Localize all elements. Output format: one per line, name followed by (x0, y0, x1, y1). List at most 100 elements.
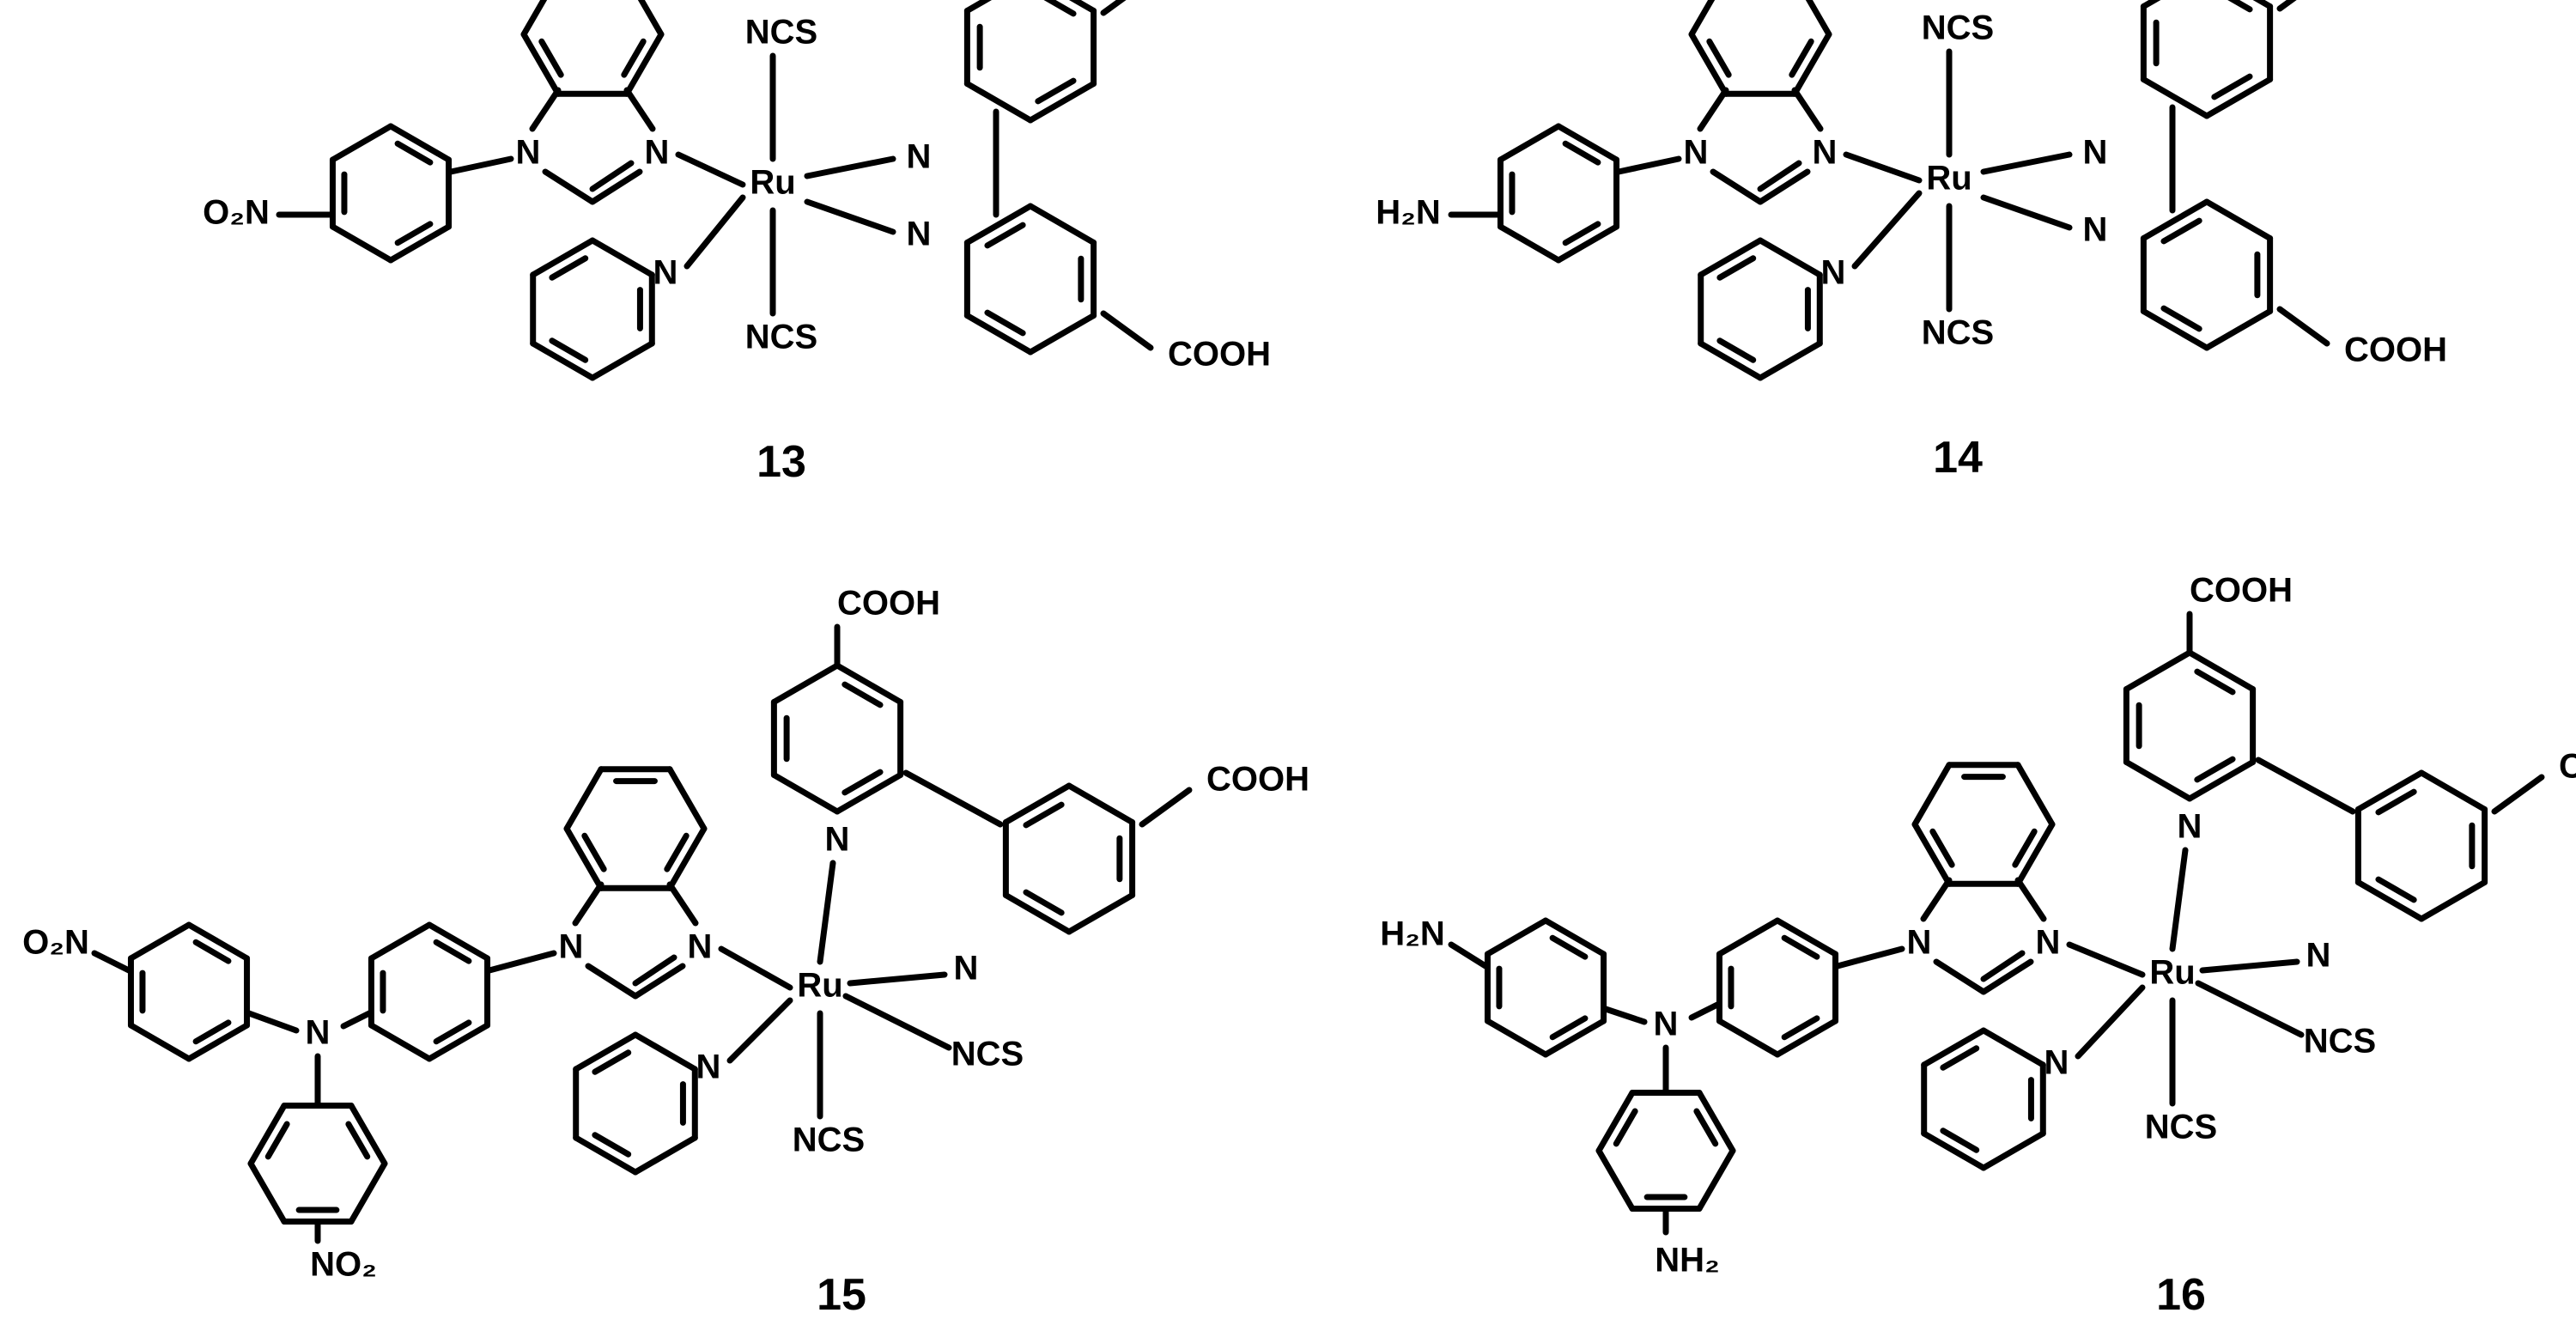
bond (963, 313, 1034, 356)
bond (573, 1134, 639, 1176)
bond (1781, 1015, 1820, 1041)
bond (387, 123, 453, 163)
carboxylic-acid-group: COOH (1206, 761, 1309, 799)
bond (2203, 308, 2274, 351)
bond (623, 87, 656, 132)
bond (1448, 941, 1489, 969)
bond (1615, 155, 1682, 175)
bond (1980, 151, 2073, 175)
carboxylic-acid-group: COOH (2559, 748, 2576, 786)
bond (1716, 337, 1757, 363)
bond (2252, 0, 2274, 9)
bond (2014, 877, 2047, 922)
ncs-ligand: NCS (2304, 1023, 2376, 1061)
bond (2195, 980, 2305, 1038)
bond (246, 1010, 300, 1034)
bond (1595, 1089, 1636, 1154)
ncs-ligand: NCS (745, 14, 817, 52)
bond (433, 1019, 472, 1045)
carboxylic-acid-group: COOH (1168, 336, 1271, 374)
bond (1980, 958, 2034, 995)
bond (963, 81, 1034, 124)
bond (2227, 0, 2253, 13)
compound-13: RuNCSNCSNNCOOHCOOHNNNO₂N13 (203, 0, 1271, 487)
bond (1911, 821, 1953, 887)
bond (2203, 76, 2274, 119)
benzimidazole-nitrogen: N (645, 134, 670, 172)
ruthenium-atom: Ru (1926, 160, 1971, 198)
nitro-group: O₂N (203, 194, 270, 232)
bond (770, 662, 841, 705)
compound-label: 15 (817, 1270, 866, 1319)
bond (247, 1102, 288, 1167)
bond (1774, 917, 1839, 957)
bond (2140, 198, 2210, 241)
bond (726, 997, 793, 1064)
bond (804, 198, 896, 235)
pyridine-nitrogen: N (2044, 1044, 2069, 1082)
bond (1781, 934, 1820, 960)
bond (2354, 879, 2425, 922)
bond (1940, 1045, 1980, 1071)
bond (1929, 828, 1955, 868)
bond (1027, 81, 1097, 124)
nitro-group: O₂N (22, 924, 89, 962)
bond (1100, 310, 1154, 351)
bond (834, 772, 904, 815)
bond (2140, 76, 2210, 119)
bond (520, 0, 548, 38)
bond (2276, 306, 2330, 347)
bond (1562, 140, 1601, 166)
bond (637, 0, 665, 38)
bond (247, 1160, 288, 1225)
bond (1851, 190, 1923, 270)
bond (1921, 1027, 1987, 1068)
bond (1043, 0, 1077, 17)
bond (1843, 151, 1923, 184)
benzimidazole-nitrogen: N (1684, 134, 1709, 172)
bond (623, 31, 665, 97)
bond (1697, 87, 1729, 132)
ncs-ligand: NCS (1922, 9, 1994, 47)
bond (529, 87, 562, 132)
bond (589, 168, 643, 205)
bond (2123, 759, 2193, 802)
bond (1980, 950, 2026, 982)
pyridine-nitrogen: N (2083, 134, 2108, 172)
bond (2169, 847, 2189, 952)
bond (841, 769, 884, 796)
bond (2211, 73, 2253, 100)
bond (2075, 984, 2146, 1060)
pyridine-ring: N (573, 1031, 720, 1176)
pyridine-nitrogen: N (653, 254, 678, 292)
bond (1980, 1027, 2046, 1068)
bond (1693, 1108, 1719, 1147)
bond (664, 832, 690, 872)
bond (127, 921, 192, 962)
bond (2186, 759, 2257, 802)
bond (984, 309, 1026, 337)
bond (1035, 77, 1077, 105)
amine-nitrogen: N (1654, 1006, 1679, 1043)
bond (2123, 649, 2193, 692)
bond (264, 1121, 290, 1160)
bond (666, 825, 708, 891)
ncs-ligand: NCS (745, 319, 817, 356)
bond (1834, 945, 1905, 969)
bond (530, 340, 596, 381)
bond (1497, 123, 1562, 163)
bond (1698, 340, 1764, 381)
bond (1027, 313, 1097, 356)
benzimidazole-nitrogen: N (2036, 924, 2061, 962)
bond (592, 1049, 632, 1075)
nitro-group: NO₂ (310, 1246, 377, 1284)
bond (1805, 0, 1832, 38)
bond (683, 194, 746, 270)
